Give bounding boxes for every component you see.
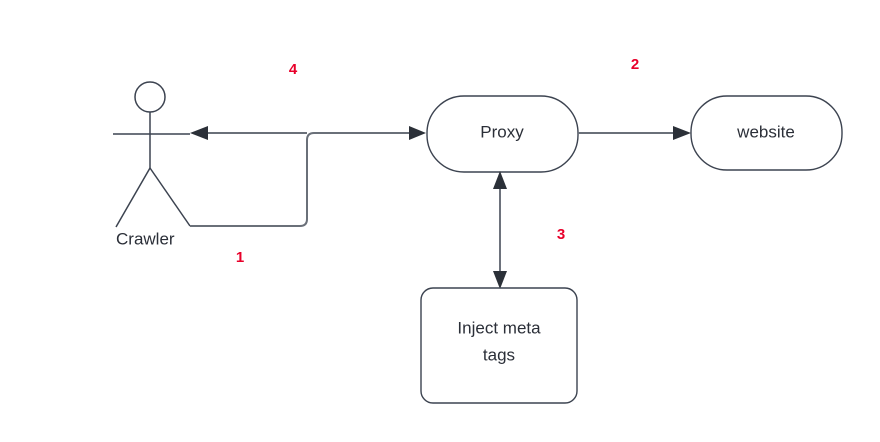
step-label-2: 2 [631,56,639,73]
node-proxy[interactable]: Proxy [426,95,579,173]
proxy-node-label: Proxy [480,122,524,141]
crawler-to-proxy-arrowhead [409,126,426,140]
actor-left-leg-line [115,167,151,228]
proxy-to-inject-arrowhead [493,271,507,289]
crawler-label: Crawler [116,229,175,248]
inject-node-shape [420,287,578,404]
inject-node-label-line2: tags [483,345,515,364]
crawler-to-proxy-line [190,132,414,227]
connection-proxy-to-website[interactable] [578,126,691,140]
connection-proxy-to-inject[interactable] [493,171,507,289]
website-node-shape [690,95,843,171]
inject-node-label-line1: Inject meta [457,318,541,337]
step-label-1: 1 [236,249,244,266]
website-node-label: website [736,122,795,141]
connection-crawler-to-proxy[interactable] [190,126,426,227]
node-website[interactable]: website [690,95,843,171]
actor-head-icon [134,81,166,113]
step-label-3: 3 [557,226,565,243]
inject-to-proxy-arrowhead [493,171,507,189]
actor-right-leg-line [149,167,191,227]
node-inject-meta-tags[interactable]: Inject meta tags [420,287,578,404]
connection-proxy-to-crawler[interactable] [190,126,307,140]
proxy-to-website-arrowhead [673,126,691,140]
proxy-to-crawler-arrowhead [190,126,208,140]
step-label-4: 4 [289,61,298,78]
crawler-actor[interactable]: Crawler [113,81,191,248]
